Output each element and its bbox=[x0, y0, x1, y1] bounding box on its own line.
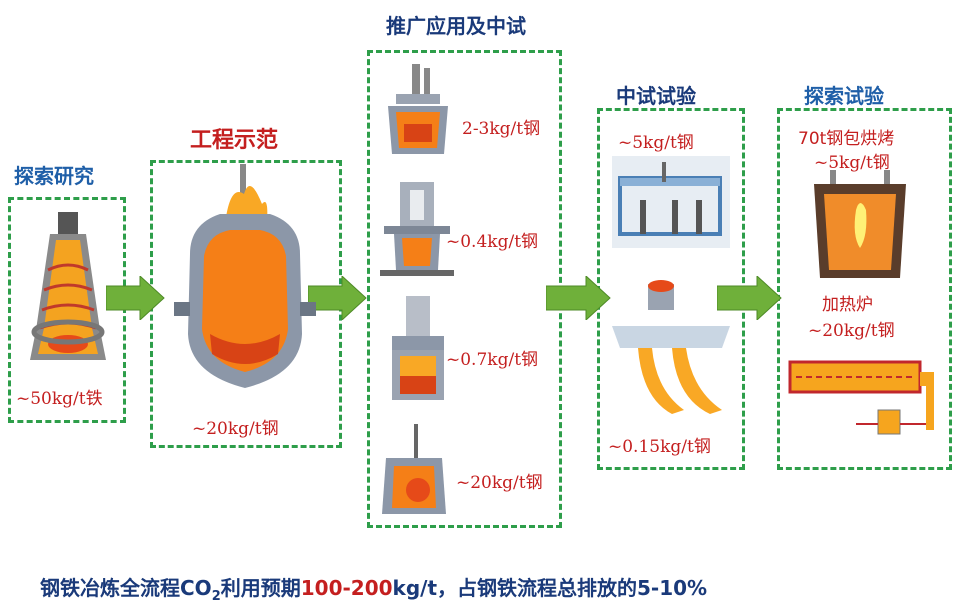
heating-chamber-icon bbox=[612, 156, 730, 248]
value-promo-1: 2-3kg/t钢 bbox=[462, 119, 541, 139]
label-ladle-baking: 70t钢包烘烤 bbox=[798, 129, 895, 149]
value-promo-2: ~0.4kg/t钢 bbox=[446, 232, 539, 252]
eaf-furnace-icon bbox=[392, 296, 444, 400]
footer-part1: 钢铁冶炼全流程CO bbox=[40, 576, 212, 600]
ladle-furnace-icon bbox=[388, 64, 448, 154]
label-heating-furnace: 加热炉 bbox=[822, 295, 873, 315]
value-pilot-1: ~5kg/t钢 bbox=[618, 133, 694, 153]
arrow-right-icon bbox=[717, 276, 782, 320]
reheating-furnace-icon bbox=[788, 360, 934, 435]
header-pilot-test: 中试试验 bbox=[616, 84, 696, 108]
blast-furnace-icon bbox=[30, 212, 106, 360]
box-explore-test bbox=[777, 108, 952, 470]
header-explore-test: 探索试验 bbox=[804, 84, 884, 108]
value-ladle-baking: ~5kg/t钢 bbox=[814, 153, 890, 173]
converter-icon bbox=[174, 164, 316, 388]
vacuum-degasser-icon bbox=[380, 182, 454, 276]
tundish-furnace-icon bbox=[382, 424, 446, 514]
header-promotion-pilot: 推广应用及中试 bbox=[386, 14, 526, 38]
footer-part3: kg/t，占钢铁流程总排放的5-10% bbox=[392, 576, 708, 600]
header-explore-research: 探索研究 bbox=[14, 164, 94, 188]
value-converter: ~20kg/t钢 bbox=[192, 419, 279, 439]
ladle-baking-icon bbox=[814, 170, 906, 278]
footer-part2: 利用预期 bbox=[220, 576, 301, 600]
header-engineering-demo: 工程示范 bbox=[190, 128, 279, 153]
value-pilot-2: ~0.15kg/t钢 bbox=[608, 437, 711, 457]
footer-sub: 2 bbox=[211, 589, 221, 604]
continuous-caster-icon bbox=[612, 280, 730, 414]
arrow-right-icon bbox=[546, 276, 611, 320]
value-heating-furnace: ~20kg/t钢 bbox=[808, 321, 895, 341]
value-blast-furnace: ~50kg/t铁 bbox=[16, 389, 103, 409]
arrow-right-icon bbox=[106, 276, 165, 320]
footer-summary: 钢铁冶炼全流程CO2利用预期100-200kg/t，占钢铁流程总排放的5-10% bbox=[40, 572, 920, 604]
value-promo-4: ~20kg/t钢 bbox=[456, 473, 543, 493]
value-promo-3: ~0.7kg/t钢 bbox=[446, 350, 539, 370]
footer-range: 100-200 bbox=[300, 576, 393, 600]
